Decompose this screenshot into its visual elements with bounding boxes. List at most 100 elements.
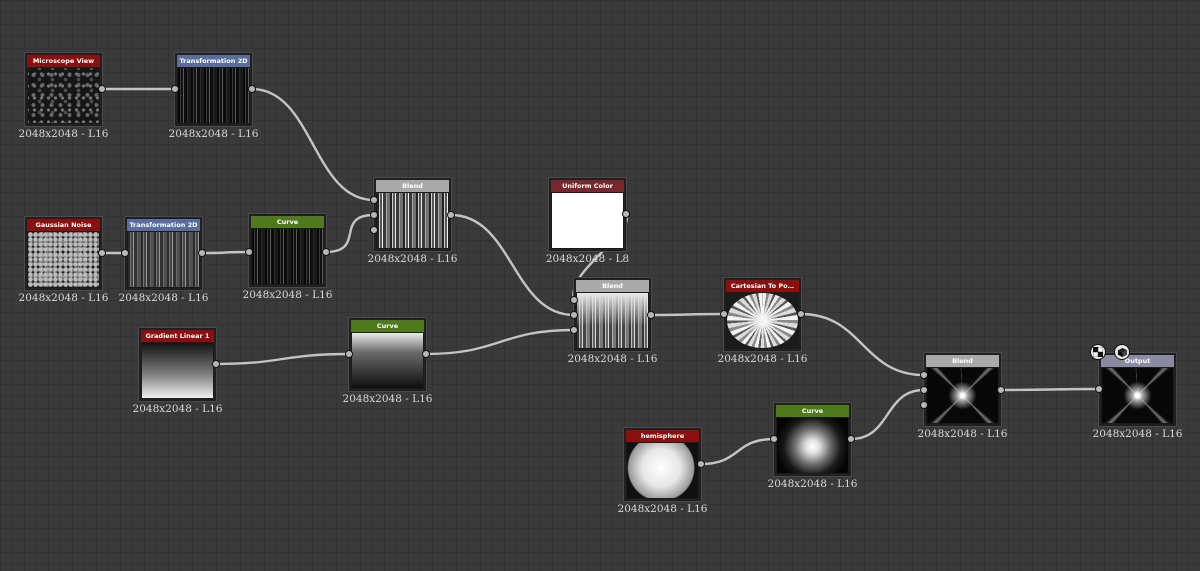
node-title: Blend	[376, 180, 449, 192]
output-port[interactable]	[422, 350, 430, 358]
node-thumbnail	[128, 232, 199, 287]
wire-blend_b-to-cartesian_to_polar	[650, 312, 725, 317]
output-port[interactable]	[98, 249, 106, 257]
node-title: Output	[1101, 355, 1174, 367]
input-port[interactable]	[370, 226, 378, 234]
node-title: Gradient Linear 1	[141, 330, 214, 342]
input-port[interactable]	[121, 249, 129, 257]
output-port[interactable]	[647, 311, 655, 319]
node-thumbnail	[627, 443, 698, 498]
node-title: Curve	[351, 320, 424, 332]
wire-curve_a-to-blend_a	[325, 213, 375, 254]
wire-transformation_2d_a-to-blend_a	[251, 87, 375, 202]
cube-icon[interactable]	[1114, 344, 1130, 360]
input-port[interactable]	[345, 350, 353, 358]
node-title: Cartesian To Po…	[726, 280, 799, 292]
node-title: hemisphere	[626, 430, 699, 442]
node-blend-b[interactable]: Blend 2048x2048 - L16	[568, 278, 657, 365]
node-resolution: 2048x2048 - L16	[567, 353, 658, 365]
node-thumbnail	[927, 368, 998, 423]
node-title: Microscope View	[27, 55, 100, 67]
node-resolution: 2048x2048 - L16	[342, 393, 433, 405]
node-resolution: 2048x2048 - L16	[118, 292, 209, 304]
node-title: Transformation 2D	[127, 219, 200, 231]
node-title: Transformation 2D	[177, 55, 250, 67]
input-port[interactable]	[171, 85, 179, 93]
input-port[interactable]	[570, 326, 578, 334]
input-port[interactable]	[1095, 385, 1103, 393]
node-thumbnail	[352, 333, 423, 388]
node-cartesian-to-polar[interactable]: Cartesian To Po… 2048x2048 - L16	[718, 278, 807, 365]
node-thumbnail	[28, 232, 99, 287]
node-thumbnail	[178, 68, 249, 123]
output-port[interactable]	[198, 249, 206, 257]
node-title: Blend	[576, 280, 649, 292]
input-port[interactable]	[370, 196, 378, 204]
output-port[interactable]	[248, 85, 256, 93]
node-resolution: 2048x2048 - L16	[168, 128, 259, 140]
input-port[interactable]	[770, 435, 778, 443]
wire-gradient_linear_1-to-curve_b	[215, 352, 350, 366]
input-port[interactable]	[720, 310, 728, 318]
output-port[interactable]	[797, 310, 805, 318]
wire-hemisphere-to-curve_c	[700, 437, 775, 466]
output-port[interactable]	[447, 211, 455, 219]
node-output[interactable]: Output 2048x2048 - L16	[1093, 353, 1182, 440]
node-thumbnail	[552, 193, 623, 248]
input-port[interactable]	[570, 311, 578, 319]
node-resolution: 2048x2048 - L16	[917, 428, 1008, 440]
output-port[interactable]	[997, 386, 1005, 394]
node-thumbnail	[777, 418, 848, 473]
node-title: Gaussian Noise	[27, 219, 100, 231]
node-resolution: 2048x2048 - L16	[767, 478, 858, 490]
output-port[interactable]	[212, 360, 220, 368]
node-curve-a[interactable]: Curve 2048x2048 - L16	[243, 214, 332, 301]
node-resolution: 2048x2048 - L8	[545, 253, 630, 265]
output-port[interactable]	[98, 85, 106, 93]
node-curve-c[interactable]: Curve 2048x2048 - L16	[768, 403, 857, 490]
node-gradient-linear-1[interactable]: Gradient Linear 1 2048x2048 - L16	[133, 328, 222, 415]
node-blend-c[interactable]: Blend 2048x2048 - L16	[918, 353, 1007, 440]
node-thumbnail	[727, 293, 798, 348]
node-title: Curve	[776, 405, 849, 417]
input-port[interactable]	[245, 248, 253, 256]
node-resolution: 2048x2048 - L16	[617, 503, 708, 515]
node-title: Uniform Color	[551, 180, 624, 192]
output-port[interactable]	[322, 248, 330, 256]
node-thumbnail	[28, 68, 99, 123]
node-resolution: 2048x2048 - L16	[242, 289, 333, 301]
wire-transformation_2d_b-to-curve_a	[201, 250, 250, 255]
node-thumbnail	[1102, 368, 1173, 423]
node-title: Blend	[926, 355, 999, 367]
node-thumbnail	[252, 229, 323, 284]
output-port[interactable]	[697, 460, 705, 468]
node-gaussian-noise[interactable]: Gaussian Noise 2048x2048 - L16	[19, 217, 108, 304]
node-microscope-view[interactable]: Microscope View 2048x2048 - L16	[19, 53, 108, 140]
node-resolution: 2048x2048 - L16	[18, 128, 109, 140]
checker-icon[interactable]	[1090, 344, 1106, 360]
input-port[interactable]	[920, 371, 928, 379]
node-resolution: 2048x2048 - L16	[717, 353, 808, 365]
node-curve-b[interactable]: Curve 2048x2048 - L16	[343, 318, 432, 405]
node-uniform-color[interactable]: Uniform Color 2048x2048 - L8	[546, 178, 630, 265]
node-thumbnail	[577, 293, 648, 348]
node-thumbnail	[377, 193, 448, 248]
input-port[interactable]	[570, 296, 578, 304]
node-transformation-2d-b[interactable]: Transformation 2D 2048x2048 - L16	[119, 217, 208, 304]
output-port[interactable]	[847, 435, 855, 443]
wire-cartesian_to_polar-to-blend_c	[800, 312, 925, 377]
node-title: Curve	[251, 216, 324, 228]
input-port[interactable]	[370, 211, 378, 219]
input-port[interactable]	[920, 386, 928, 394]
node-blend-a[interactable]: Blend 2048x2048 - L16	[368, 178, 457, 265]
node-transformation-2d-a[interactable]: Transformation 2D 2048x2048 - L16	[169, 53, 258, 140]
node-resolution: 2048x2048 - L16	[1092, 428, 1183, 440]
node-resolution: 2048x2048 - L16	[132, 403, 223, 415]
wire-curve_b-to-blend_b	[425, 328, 575, 356]
wire-blend_c-to-output	[1000, 387, 1100, 392]
input-port[interactable]	[920, 401, 928, 409]
node-resolution: 2048x2048 - L16	[367, 253, 458, 265]
output-port[interactable]	[622, 210, 630, 218]
node-hemisphere[interactable]: hemisphere 2048x2048 - L16	[618, 428, 707, 515]
